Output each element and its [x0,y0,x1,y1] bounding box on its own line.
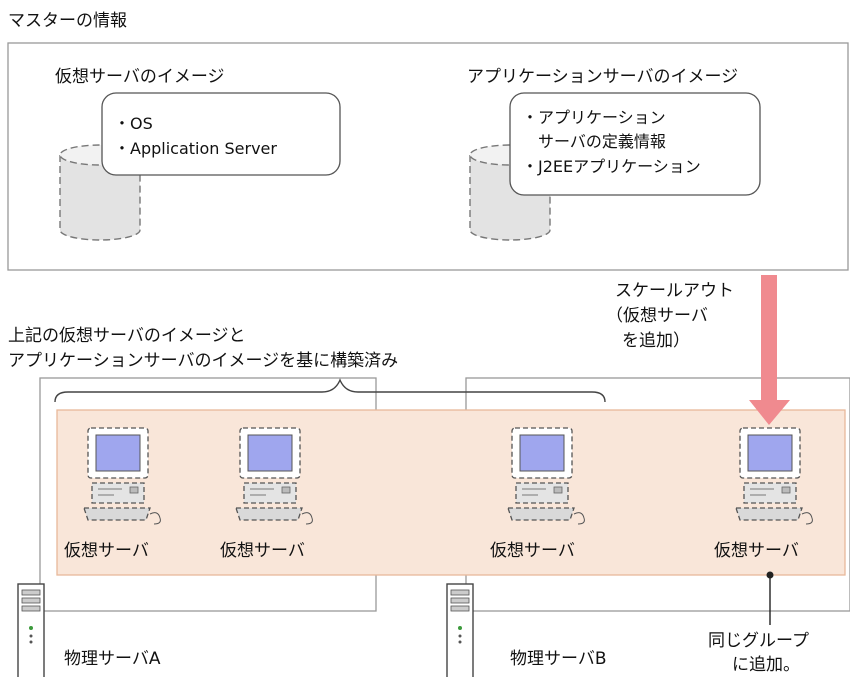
built-note-line: アプリケーションサーバのイメージを基に構築済み [8,351,399,371]
built-note-line: 上記の仮想サーバのイメージと [8,326,246,346]
scale-out-arrow-shaft [761,275,777,402]
master-section-title: マスターの情報 [8,11,127,31]
virtual-server-label: 仮想サーバ [714,541,799,561]
server-group-area [56,409,846,576]
group-add-leader-dot [766,571,774,579]
virtual-server-image-label: 仮想サーバのイメージ [55,67,225,87]
virtual-server-image-callout [101,92,341,176]
scale-out-arrow-head [749,400,790,425]
physical-server-a-tower-icon [17,583,45,677]
physical-server-b-tower-icon [446,583,474,677]
virtual-server-label: 仮想サーバ [220,541,305,561]
physical-server-a-label: 物理サーバA [64,649,161,669]
virtual-image-item: ・Application Server [114,139,277,158]
app-image-item: サーバの定義情報 [538,132,666,151]
app-image-item: ・J2EEアプリケーション [522,157,701,176]
app-image-item: ・アプリケーション [522,108,666,127]
built-servers-brace [54,378,606,403]
group-add-note-line: に追加。 [732,655,800,675]
app-server-image-label: アプリケーションサーバのイメージ [467,67,739,87]
scale-out-label-line: スケールアウト [615,281,734,301]
app-server-image-callout [509,92,761,196]
group-add-note-line: 同じグループ [708,631,809,651]
virtual-server-label: 仮想サーバ [490,541,575,561]
scale-out-label-line: を追加） [622,331,690,351]
virtual-image-item: ・OS [114,114,153,133]
virtual-server-label: 仮想サーバ [64,541,149,561]
physical-server-b-label: 物理サーバB [510,649,607,669]
scale-out-label-line: （仮想サーバ [606,306,708,326]
